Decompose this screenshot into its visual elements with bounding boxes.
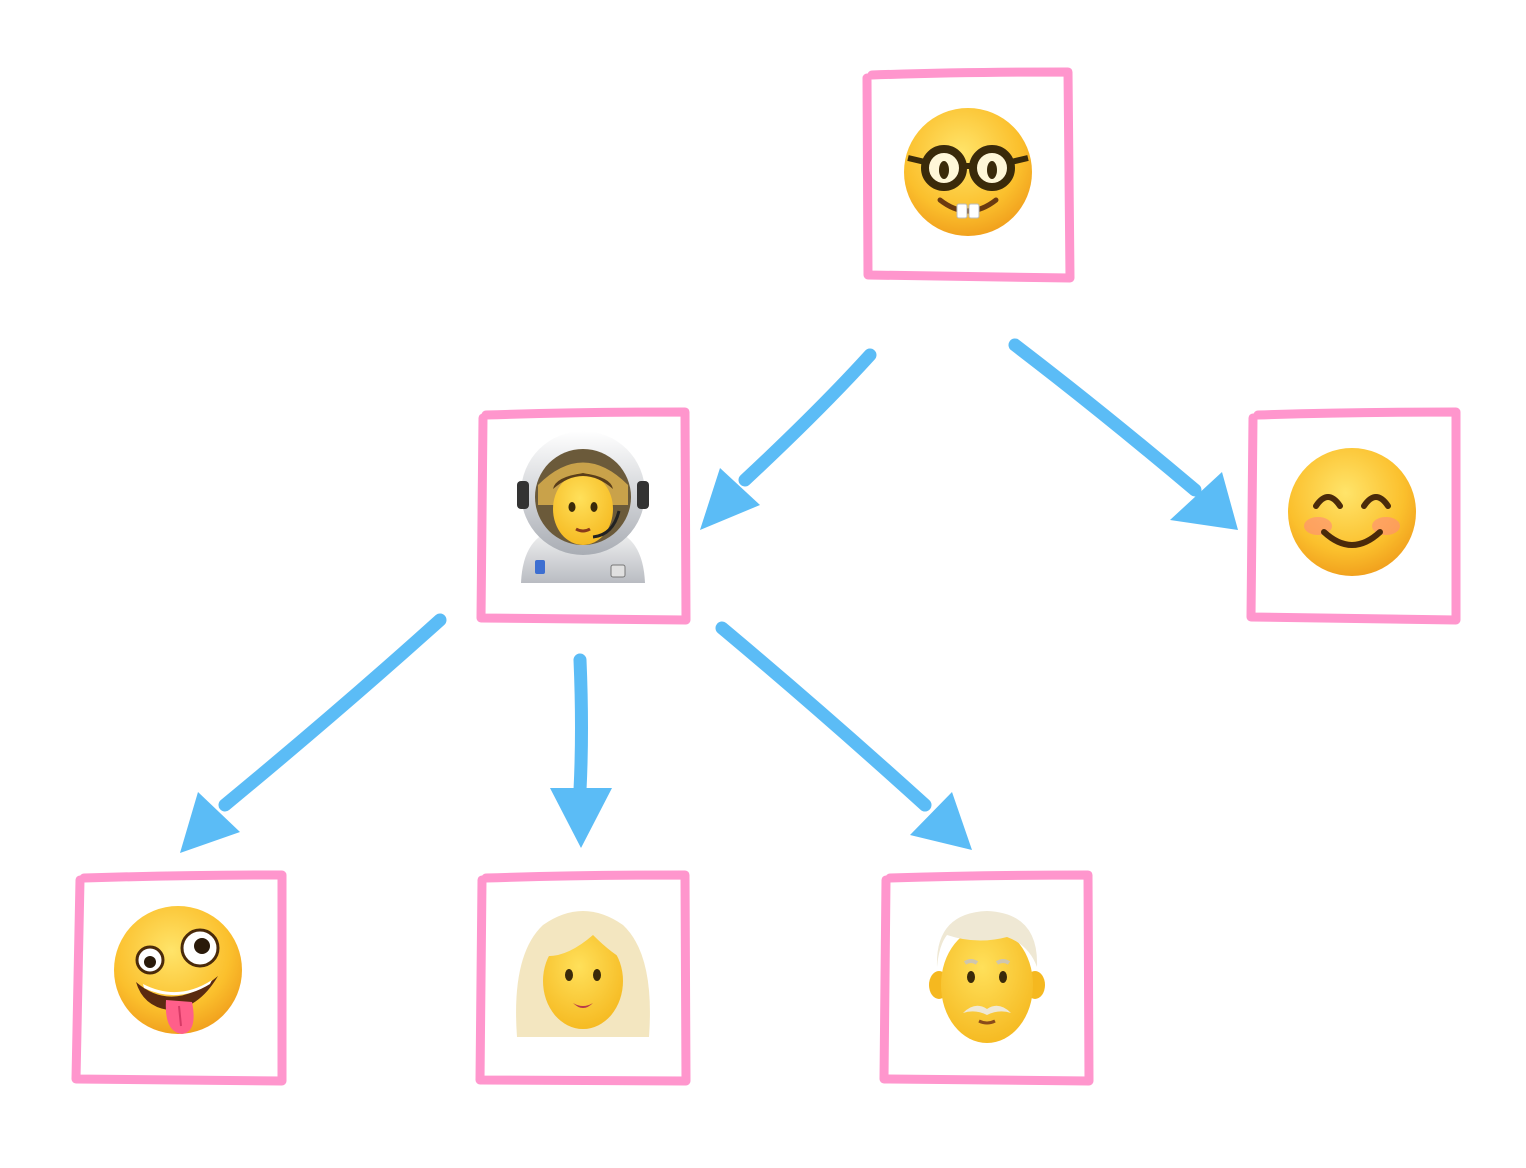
- woman-astronaut-icon: [517, 431, 649, 583]
- node-box-astronaut: [476, 407, 691, 625]
- node-box-zany: [71, 870, 287, 1086]
- zany-face-icon: [114, 906, 242, 1034]
- arrow-astronaut-to-man: [715, 621, 972, 850]
- node-box-man: [879, 870, 1094, 1086]
- node-box-root: [862, 67, 1075, 283]
- arrow-root-to-astronaut: [700, 348, 877, 530]
- arrow-astronaut-to-zany: [180, 613, 447, 853]
- node-box-woman: [475, 870, 691, 1086]
- arrow-astronaut-to-woman: [550, 653, 612, 848]
- arrow-layer: [180, 338, 1238, 853]
- nerd-face-icon: [904, 108, 1032, 236]
- arrow-root-to-smile: [1008, 338, 1238, 530]
- smiling-face-icon: [1288, 448, 1416, 576]
- box-layer: [71, 67, 1461, 1086]
- node-box-smile: [1246, 407, 1461, 625]
- old-man-icon: [929, 911, 1045, 1043]
- woman-blond-icon: [516, 911, 650, 1037]
